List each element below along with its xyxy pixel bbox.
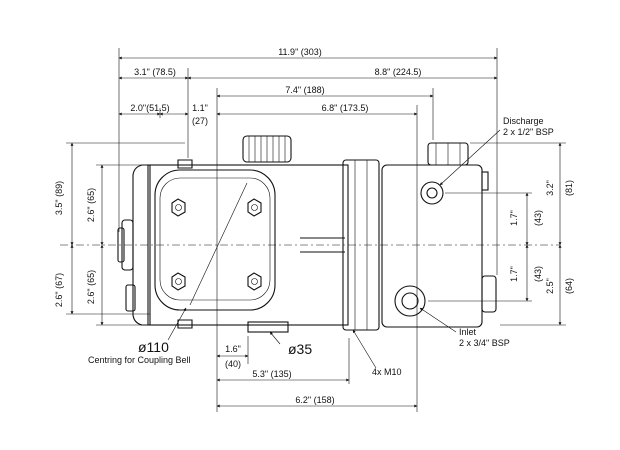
dim-foot-length: 5.3" (135) <box>252 369 291 379</box>
dim-right-lower-mm: (64) <box>564 278 574 294</box>
shaft-diameter: ø35 <box>288 341 312 357</box>
pump-outline <box>117 135 497 333</box>
bolts-label: 4x M10 <box>372 367 402 377</box>
dim-lower-inner: 2.6" (65) <box>86 270 96 304</box>
discharge-title: Discharge <box>503 116 544 126</box>
dim-to-discharge-port: 6.8" (173.5) <box>322 103 369 113</box>
discharge-spec: 2 x 1/2" BSP <box>503 127 554 137</box>
leader-lines <box>167 129 501 369</box>
dim-upper-inner: 2.6" (65) <box>86 188 96 222</box>
inlet-spec: 2 x 3/4" BSP <box>459 338 510 348</box>
dim-discharge-offset-in: 1.7" <box>509 210 519 226</box>
horizontal-dimensions <box>118 56 498 408</box>
mount-bolts <box>171 198 262 291</box>
inlet-title: Inlet <box>459 327 477 337</box>
centring-caption: Centring for Coupling Bell <box>88 355 191 365</box>
dim-right-lower-in: 2.5" <box>545 278 555 294</box>
dim-overall-length: 11.9" (303) <box>278 47 322 57</box>
dim-right-upper-in: 3.2" <box>545 180 555 196</box>
dim-front-section: 3.1" (78.5) <box>134 67 176 77</box>
dim-inlet-offset-mm: (43) <box>533 266 543 282</box>
dim-shaft-step-in: 1.6" <box>225 344 241 354</box>
dim-left-height-lower: 2.6" (67) <box>54 273 64 307</box>
dim-to-discharge: 7.4" (188) <box>285 85 324 95</box>
dim-bell-step-in: 1.1" <box>192 103 208 113</box>
dim-to-bell-face: 2.0"(51.5) <box>130 103 169 113</box>
dim-discharge-offset-mm: (43) <box>533 210 543 226</box>
dim-shaft-step-mm: (40) <box>225 359 241 369</box>
dim-base-length: 6.2" (158) <box>295 395 334 405</box>
dim-right-upper-mm: (81) <box>564 180 574 196</box>
centring-diameter: ø110 <box>138 339 169 355</box>
dim-left-height-upper: 3.5" (89) <box>54 181 64 215</box>
dim-rear-section: 8.8" (224.5) <box>375 67 422 77</box>
dim-bell-step-mm: (27) <box>192 116 208 126</box>
vertical-dimensions <box>70 142 562 326</box>
dim-inlet-offset-in: 1.7" <box>509 266 519 282</box>
